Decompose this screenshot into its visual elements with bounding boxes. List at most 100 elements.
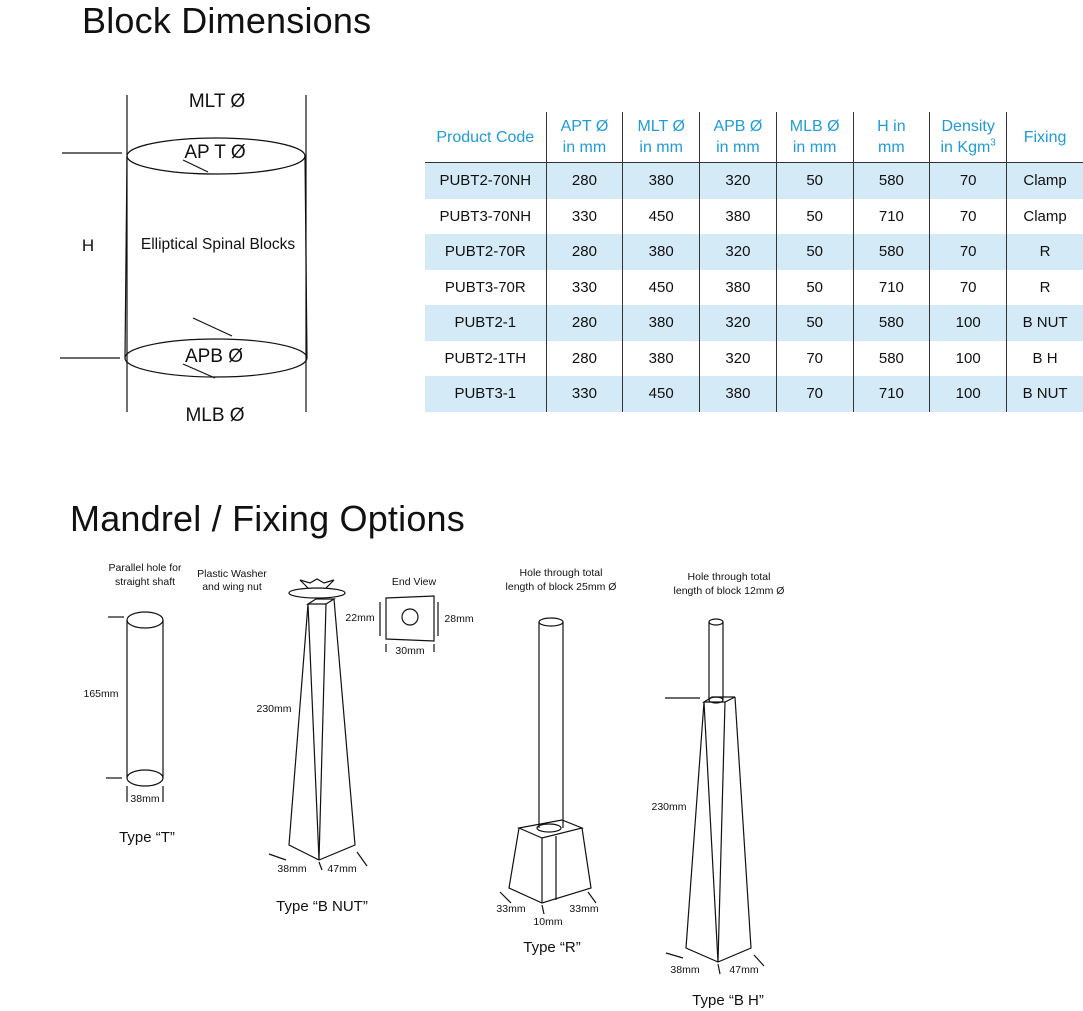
label-apt: AP T Ø	[184, 142, 245, 163]
table-cell: 50	[775, 305, 854, 341]
table-cell: 580	[852, 162, 930, 199]
table-cell: 280	[545, 340, 623, 376]
type-bh-note-2: length of block 12mm Ø	[674, 585, 785, 597]
product-code-cell: PUBT2-70R	[425, 234, 547, 270]
type-bh-note-1: Hole through total	[688, 571, 771, 583]
table-cell: 330	[545, 198, 623, 234]
type-t-caption: Type “T”	[119, 829, 175, 846]
type-r-caption: Type “R”	[523, 939, 581, 956]
table-cell: B NUT	[1006, 305, 1083, 341]
table-cell: 580	[852, 234, 930, 270]
header-unit: in mm	[639, 139, 683, 156]
product-code-cell: PUBT3-70NH	[439, 207, 532, 225]
header-unit: in mm	[562, 139, 607, 156]
table-cell: 450	[622, 376, 700, 412]
section-title-mandrel-options: Mandrel / Fixing Options	[70, 498, 465, 539]
header-unit: in Kgm	[940, 139, 991, 156]
table-cell: R	[1006, 269, 1083, 305]
table-header-row: Product Code APT Ø in mm MLT Ø in mm APB…	[425, 112, 1083, 163]
type-r-base-right: 33mm	[569, 903, 598, 915]
type-t-diameter: 38mm	[130, 793, 159, 805]
table-cell: 50	[775, 234, 854, 270]
type-t-note-2: straight shaft	[115, 576, 175, 588]
label-mlb: MLB Ø	[185, 405, 244, 426]
table-cell: 70	[929, 269, 1007, 305]
table-cell: 50	[775, 269, 854, 305]
table-cell: 330	[545, 376, 623, 412]
table-cell: 320	[699, 340, 777, 376]
header-fixing: Fixing	[1006, 112, 1083, 163]
table-cell: 280	[545, 234, 623, 270]
header-unit: in mm	[792, 139, 837, 156]
type-bh-base-left: 38mm	[670, 964, 699, 976]
header-text: Product Code	[436, 128, 535, 146]
header-height: H in mm	[852, 112, 930, 163]
header-mlb: MLB Ø in mm	[775, 112, 854, 163]
header-text: MLT Ø	[637, 118, 685, 135]
type-bh-base-right: 47mm	[729, 964, 758, 976]
header-product-code: Product Code	[425, 112, 546, 163]
table-cell: 580	[852, 340, 930, 376]
header-text: APT Ø	[560, 118, 609, 135]
table-cell: 380	[699, 269, 777, 305]
bnut-height: 230mm	[256, 703, 291, 715]
end-view-bottom: 30mm	[395, 645, 424, 657]
table-cell: 380	[622, 162, 700, 199]
type-t-note-1: Parallel hole for	[109, 562, 182, 574]
table-cell: B NUT	[1006, 376, 1083, 412]
table-cell: Clamp	[1006, 162, 1083, 199]
table-cell: 280	[545, 162, 623, 199]
table-cell: 380	[622, 305, 700, 341]
product-code-cell: PUBT3-1	[425, 376, 547, 412]
header-text: Fixing	[1023, 128, 1067, 146]
table-cell: 70	[775, 376, 854, 412]
product-code-cell: PUBT2-1	[425, 305, 547, 341]
product-code-cell: PUBT2-1TH	[444, 349, 527, 367]
type-r-base-front: 10mm	[533, 916, 562, 928]
type-bh-caption: Type “B H”	[692, 992, 764, 1009]
table-cell: 70	[929, 162, 1007, 199]
bnut-base-left: 38mm	[277, 863, 306, 875]
header-density: Density in Kgm3	[929, 112, 1007, 163]
label-height: H	[82, 236, 94, 255]
table-cell: 450	[622, 198, 700, 234]
table-cell: 280	[545, 305, 623, 341]
section-title-block-dimensions: Block Dimensions	[82, 0, 372, 41]
table-cell: 380	[622, 234, 700, 270]
table-cell: R	[1006, 234, 1083, 270]
table-cell: B H	[1006, 340, 1083, 376]
type-bnut-drawing: Plastic Washer and wing nut End View 22m…	[197, 568, 474, 915]
header-apb: APB Ø in mm	[699, 112, 777, 163]
header-text: H in	[877, 118, 906, 135]
table-cell: 320	[699, 234, 777, 270]
block-specification-table: Product Code APT Ø in mm MLT Ø in mm APB…	[425, 112, 1083, 412]
type-r-drawing: Hole through total length of block 25mm …	[496, 567, 616, 956]
end-view-right: 28mm	[444, 613, 473, 625]
label-apb: APB Ø	[185, 346, 243, 367]
header-text: Density	[941, 118, 995, 135]
header-unit: mm	[878, 139, 905, 156]
header-apt: APT Ø in mm	[545, 112, 623, 163]
bnut-washer-1: Plastic Washer	[197, 568, 267, 580]
type-bh-height: 230mm	[651, 801, 686, 813]
end-view-left: 22mm	[345, 612, 374, 624]
header-superscript: 3	[990, 137, 996, 149]
table-cell: 70	[929, 234, 1007, 270]
product-code-cell: PUBT3-70R	[444, 278, 526, 296]
type-bh-drawing: Hole through total length of block 12mm …	[651, 571, 784, 1009]
product-code-cell: PUBT2-70NH	[425, 162, 547, 199]
bnut-caption: Type “B NUT”	[276, 898, 368, 915]
type-t-drawing: Parallel hole for straight shaft 165mm 3…	[83, 562, 181, 846]
table-cell: 320	[699, 305, 777, 341]
table-cell: 70	[775, 340, 854, 376]
elliptical-block-diagram: MLT Ø AP T Ø H Elliptical Spinal Blocks …	[60, 91, 308, 426]
